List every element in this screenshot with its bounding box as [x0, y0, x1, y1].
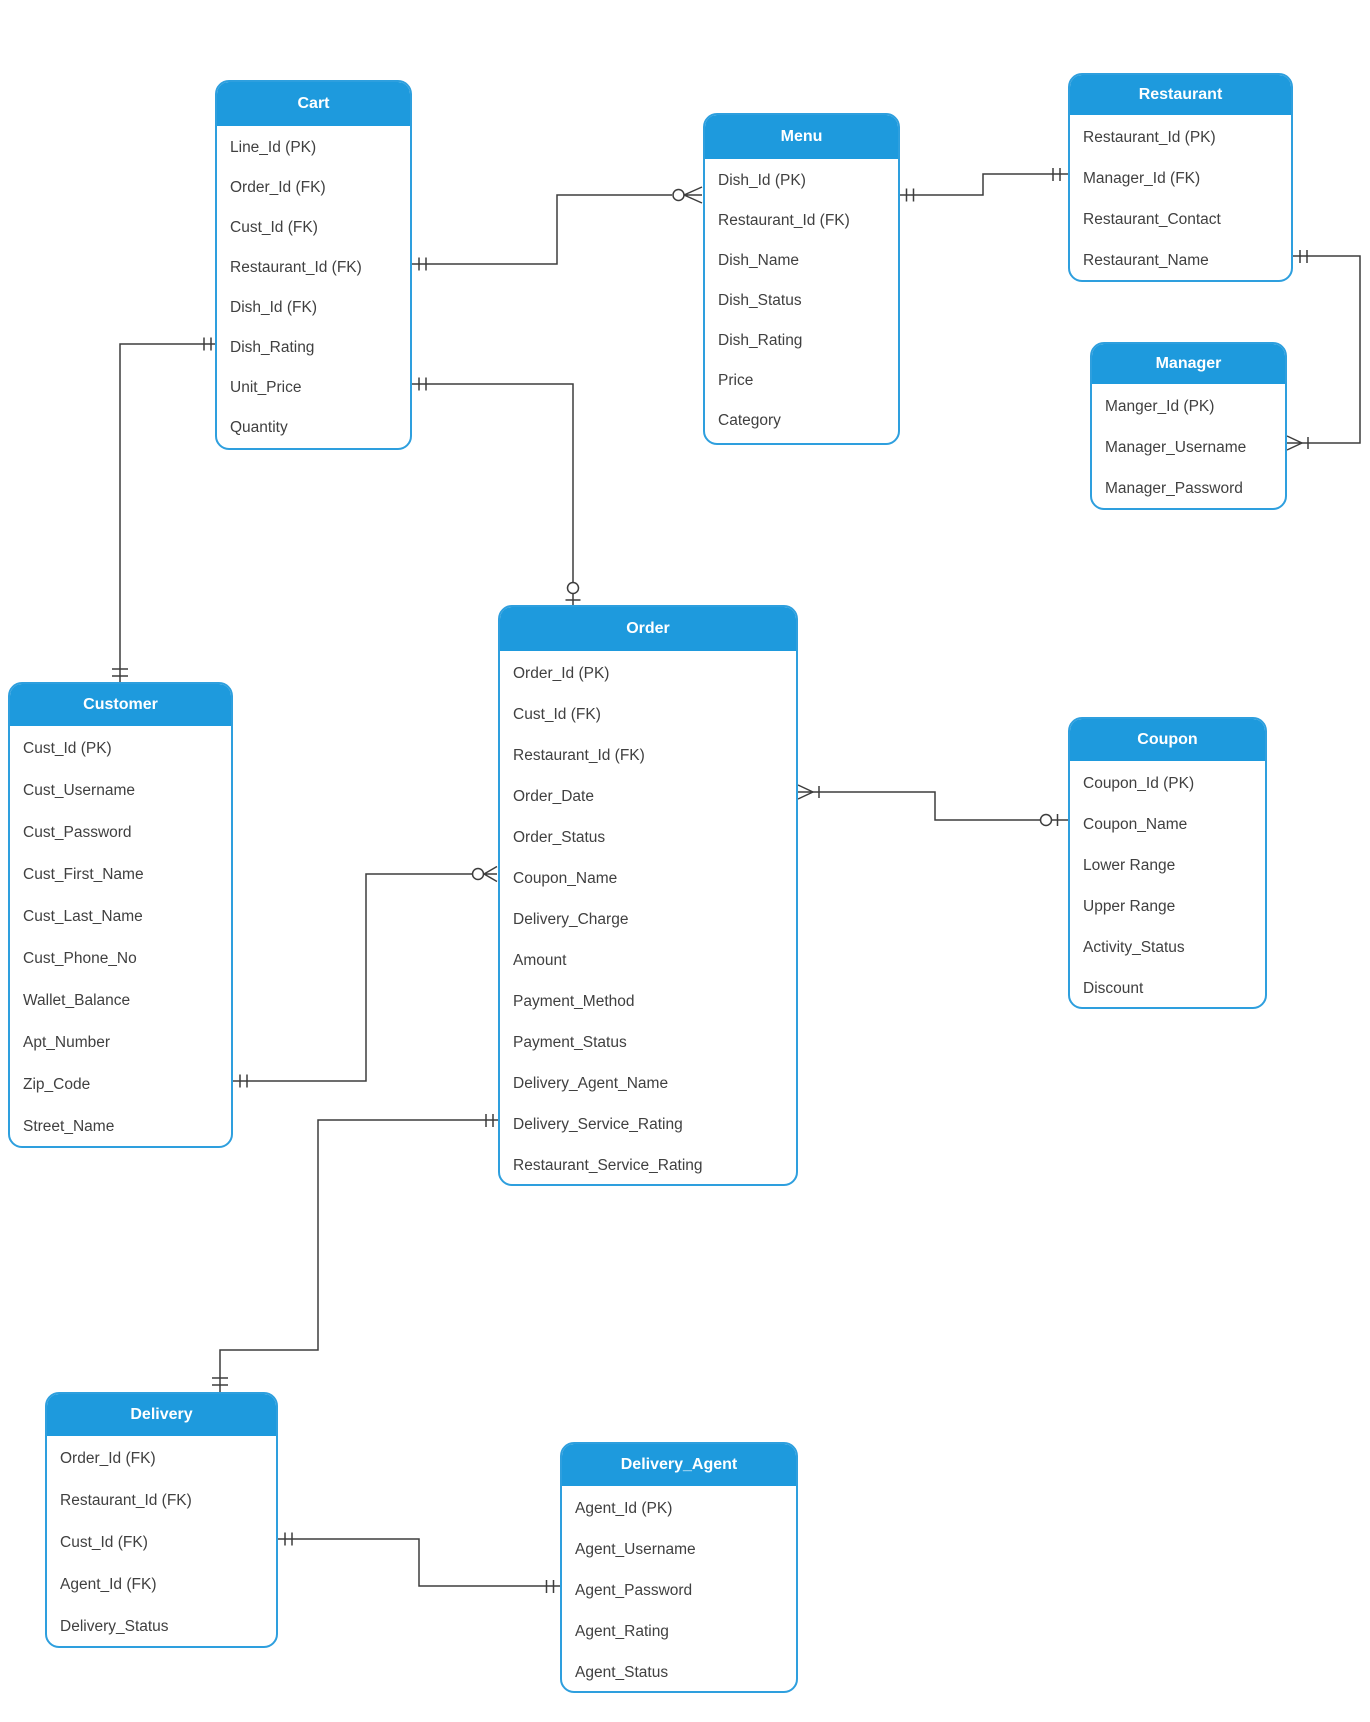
entity-manager-title: Manager [1092, 344, 1285, 384]
relationship-customer-order [233, 865, 498, 1088]
field-street-name: Street_Name [23, 1118, 115, 1135]
entity-cart: Cart Line_Id (PK) Order_Id (FK) Cust_Id (F… [215, 80, 412, 450]
field-coupon-name: Coupon_Name [513, 869, 618, 887]
field-dish-name: Dish_Name [718, 252, 799, 269]
field-order-id-fk: Order_Id (FK) [230, 179, 326, 196]
field-dish-id-fk: Dish_Id (FK) [230, 299, 317, 316]
field-order-id-pk: Order_Id (PK) [513, 664, 610, 682]
field-cust-id-fk: Cust_Id (FK) [60, 1534, 148, 1551]
field-cust-first-name: Cust_First_Name [23, 866, 144, 883]
relationship-restaurant-manager [1286, 250, 1361, 451]
field-category: Category [718, 412, 781, 429]
entity-menu-title: Menu [705, 115, 898, 159]
field-delivery-status: Delivery_Status [60, 1618, 169, 1635]
field-amount: Amount [513, 951, 567, 969]
field-restaurant-service-rating: Restaurant_Service_Rating [513, 1156, 703, 1174]
field-activity-status: Activity_Status [1083, 938, 1185, 956]
field-cust-id-pk: Cust_Id (PK) [23, 740, 112, 757]
field-quantity: Quantity [230, 419, 288, 436]
field-dish-rating: Dish_Rating [718, 332, 803, 349]
relationship-order-coupon [797, 784, 1068, 827]
field-delivery-agent-name: Delivery_Agent_Name [513, 1074, 669, 1092]
entity-menu: Menu Dish_Id (PK)Restaurant_Id (FK)Dish_… [703, 113, 900, 445]
entity-order-title: Order [500, 607, 796, 651]
entity-restaurant: Restaurant Restaurant_Id (PK) Manager_Id … [1068, 73, 1293, 282]
relationship-delivery-deliveryagent [278, 1532, 560, 1593]
field-restaurant-id-fk: Restaurant_Id (FK) [718, 212, 850, 229]
entity-delivery-agent-title: Delivery_Agent [562, 1444, 796, 1486]
field-payment-method: Payment_Method [513, 992, 635, 1010]
field-agent-status: Agent_Status [575, 1663, 669, 1681]
field-cust-id-fk: Cust_Id (FK) [230, 219, 318, 236]
entity-delivery-title: Delivery [47, 1394, 276, 1436]
field-dish-id-pk: Dish_Id (PK) [718, 172, 806, 189]
entity-cart-fields: Line_Id (PK) Order_Id (FK) Cust_Id (FK) Res… [217, 126, 410, 448]
field-restaurant-id-fk: Restaurant_Id (FK) [60, 1492, 192, 1509]
relationship-cart-menu [412, 186, 703, 271]
relationship-cart-order [412, 377, 581, 605]
entity-delivery: Delivery Order_Id (FK) Restaurant_Id (FK)… [45, 1392, 278, 1648]
field-wallet-balance: Wallet_Balance [23, 992, 131, 1009]
field-restaurant-id-fk: Restaurant_Id (FK) [230, 259, 362, 276]
field-restaurant-id-fk: Restaurant_Id (FK) [513, 746, 645, 764]
field-unit-price: Unit_Price [230, 379, 302, 396]
entity-order-fields: Order_Id (PK) Cust_Id (FK) Restaurant_Id (… [500, 651, 796, 1184]
entity-restaurant-fields: Restaurant_Id (PK) Manager_Id (FK) Restaur… [1070, 115, 1291, 280]
relationship-menu-restaurant [900, 168, 1068, 202]
field-payment-status: Payment_Status [513, 1033, 627, 1051]
field-order-date: Order_Date [513, 787, 594, 805]
field-delivery-charge: Delivery_Charge [513, 910, 629, 928]
entity-coupon-title: Coupon [1070, 719, 1265, 761]
field-order-status: Order_Status [513, 828, 606, 846]
field-discount: Discount [1083, 979, 1144, 997]
field-restaurant-contact: Restaurant_Contact [1083, 210, 1221, 228]
field-agent-id-fk: Agent_Id (FK) [60, 1576, 157, 1593]
field-manager-password: Manager_Password [1105, 479, 1243, 497]
field-agent-password: Agent_Password [575, 1581, 693, 1599]
field-dish-rating: Dish_Rating [230, 339, 315, 356]
entity-order: Order Order_Id (PK) Cust_Id (FK) Restauran… [498, 605, 798, 1186]
field-coupon-name: Coupon_Name [1083, 815, 1188, 833]
field-coupon-id-pk: Coupon_Id (PK) [1083, 774, 1195, 792]
relationship-order-delivery [212, 1114, 498, 1392]
entity-delivery-agent: Delivery_Agent Agent_Id (PK) Agent_Userna… [560, 1442, 798, 1693]
field-upper-range: Upper Range [1083, 897, 1176, 915]
field-order-id-fk: Order_Id (FK) [60, 1450, 156, 1467]
field-zip-code: Zip_Code [23, 1076, 91, 1093]
entity-restaurant-title: Restaurant [1070, 75, 1291, 115]
field-restaurant-name: Restaurant_Name [1083, 251, 1209, 269]
field-delivery-service-rating: Delivery_Service_Rating [513, 1115, 683, 1133]
field-apt-number: Apt_Number [23, 1034, 111, 1051]
field-price: Price [718, 372, 754, 389]
entity-cart-title: Cart [217, 82, 410, 126]
field-lower-range: Lower Range [1083, 856, 1176, 874]
entity-delivery-fields: Order_Id (FK) Restaurant_Id (FK) Cust_Id (… [47, 1436, 276, 1646]
field-cust-password: Cust_Password [23, 824, 132, 841]
field-cust-phone-no: Cust_Phone_No [23, 950, 137, 967]
field-cust-id-fk: Cust_Id (FK) [513, 705, 601, 723]
field-agent-id-pk: Agent_Id (PK) [575, 1499, 673, 1517]
relationship-cart-customer [112, 337, 215, 682]
field-agent-username: Agent_Username [575, 1540, 696, 1558]
entity-customer-title: Customer [10, 684, 231, 726]
field-line-id-pk: Line_Id (PK) [230, 139, 317, 156]
field-manger-id-pk: Manger_Id (PK) [1105, 397, 1215, 415]
field-dish-status: Dish_Status [718, 292, 802, 309]
field-cust-username: Cust_Username [23, 782, 135, 799]
field-agent-rating: Agent_Rating [575, 1622, 669, 1640]
field-restaurant-id-pk: Restaurant_Id (PK) [1083, 128, 1216, 146]
field-manager-username: Manager_Username [1105, 438, 1247, 456]
field-cust-last-name: Cust_Last_Name [23, 908, 143, 925]
field-manager-id-fk: Manager_Id (FK) [1083, 169, 1201, 187]
